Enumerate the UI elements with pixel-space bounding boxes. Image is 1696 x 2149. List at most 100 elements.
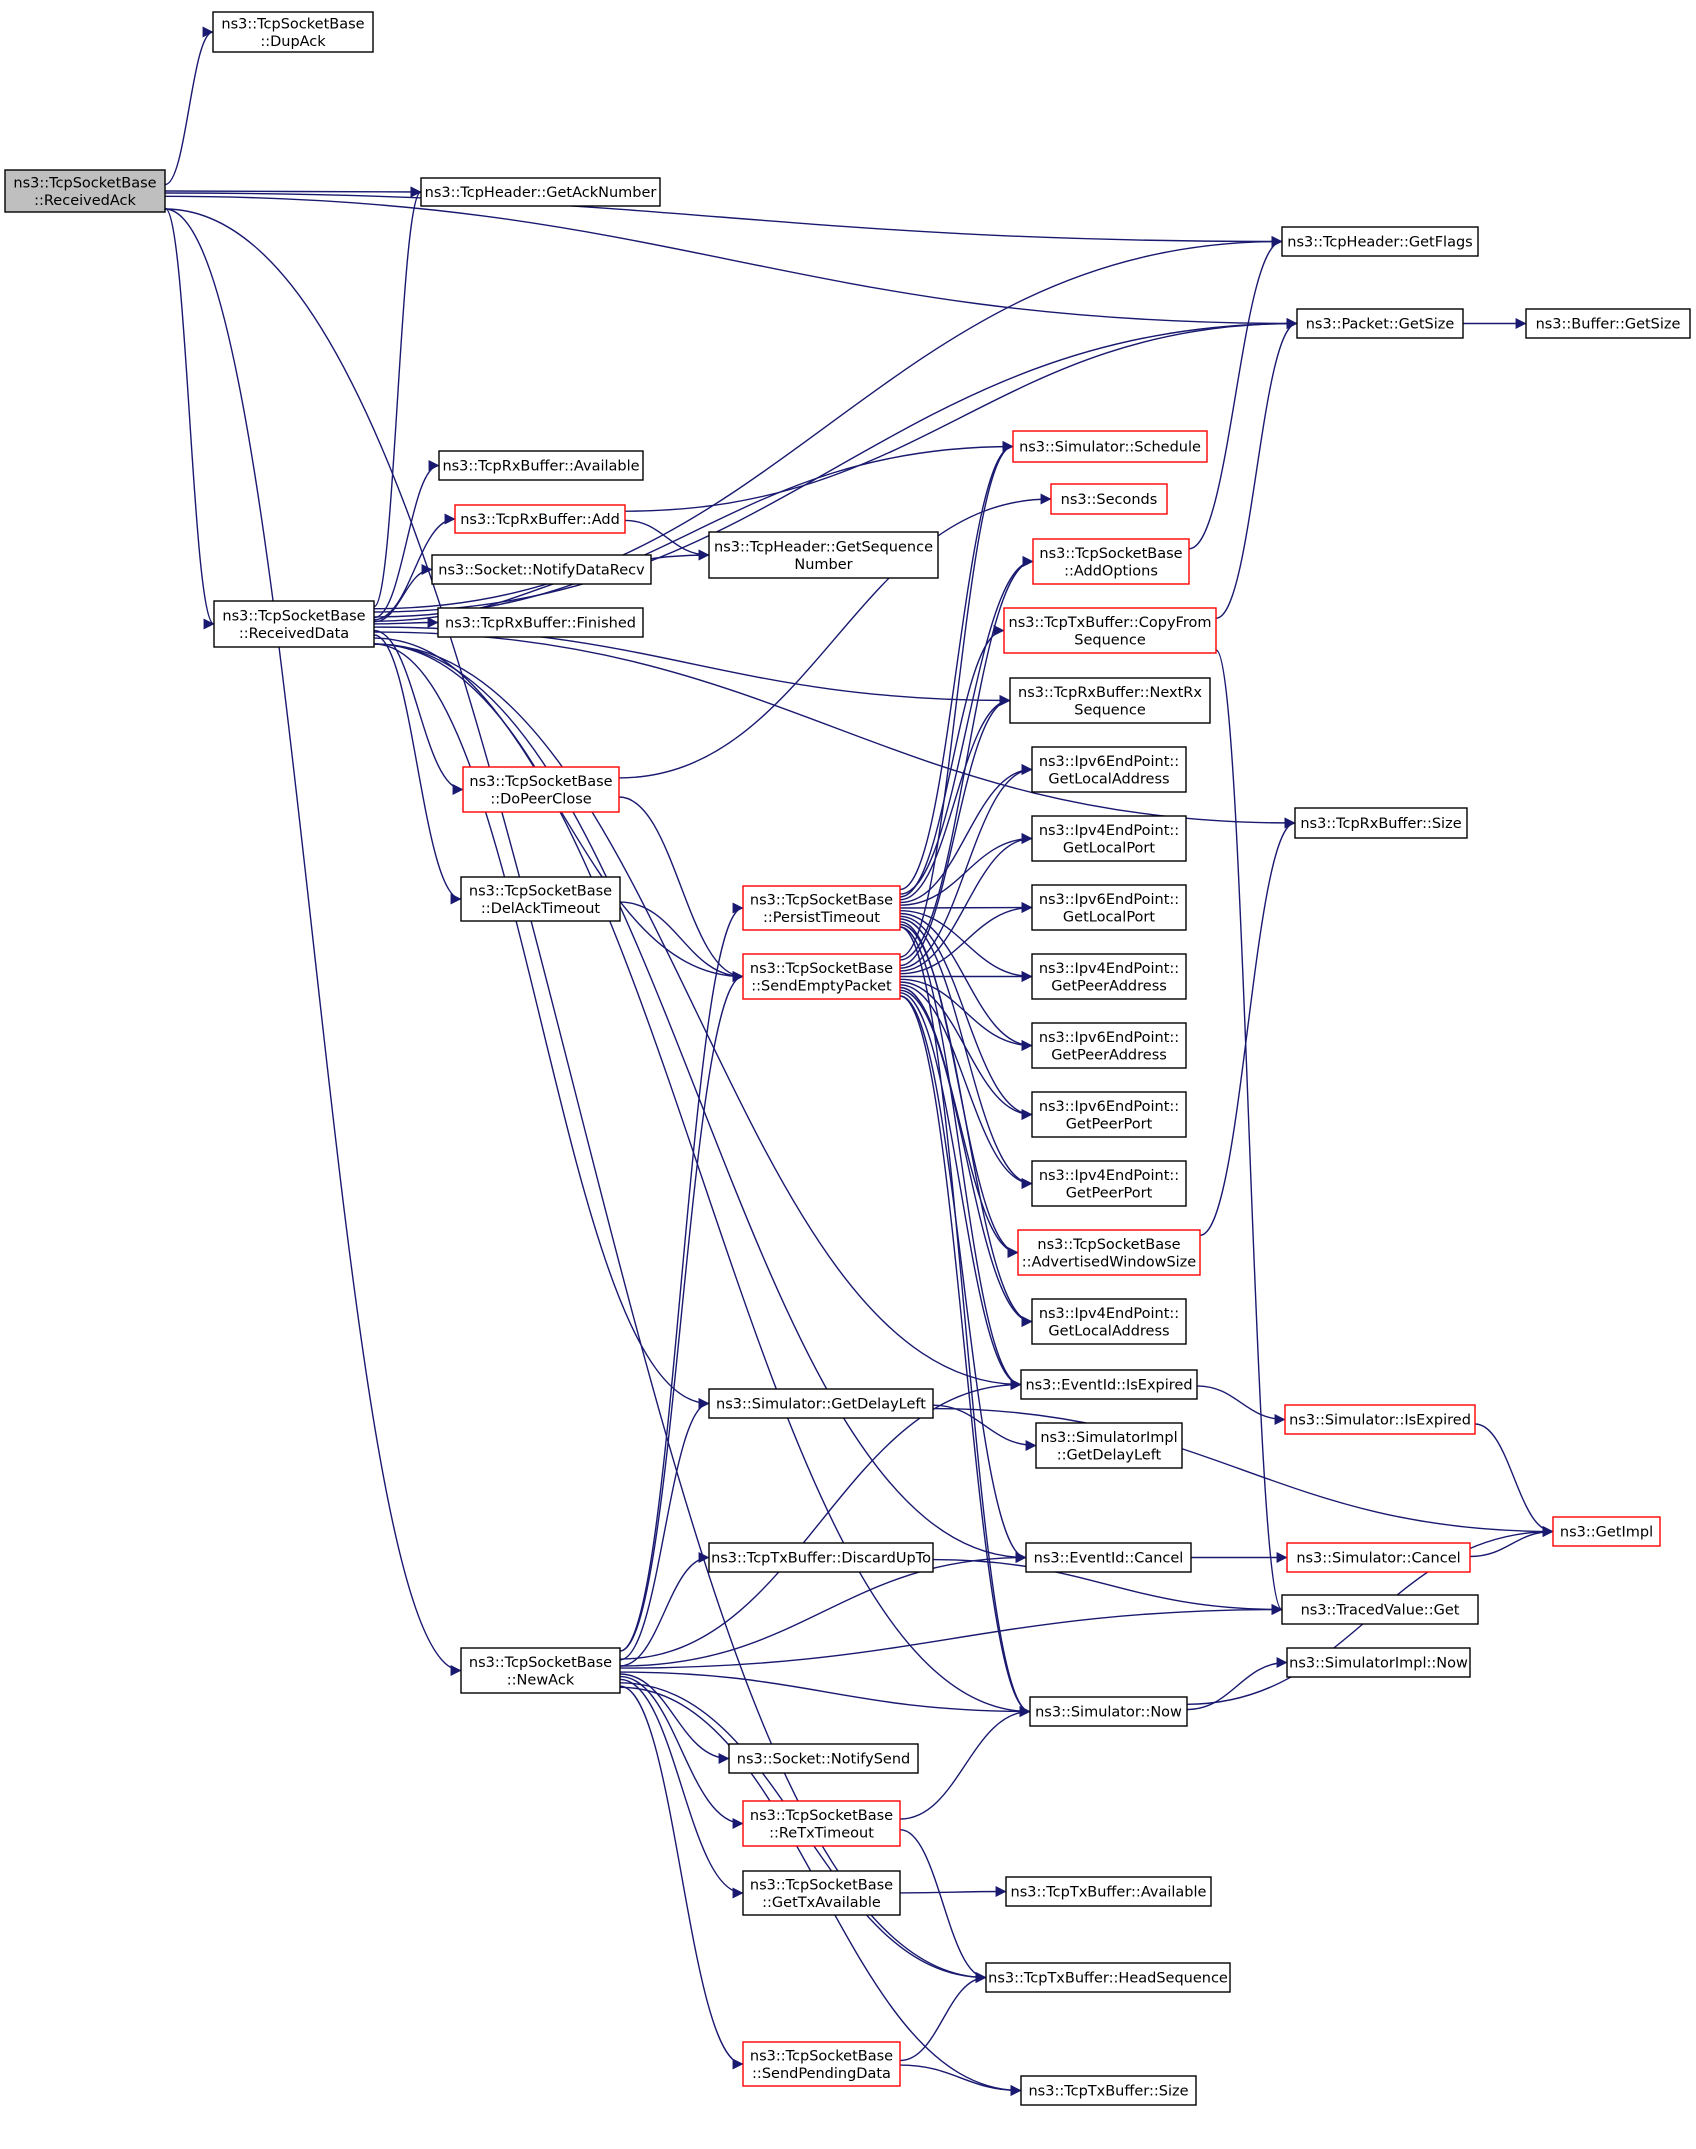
graph-node-rx-available[interactable]: ns3::TcpRxBuffer::Available xyxy=(438,450,644,481)
graph-node-delacktimeout[interactable]: ns3::TcpSocketBase::DelAckTimeout xyxy=(460,876,621,922)
graph-node-receiveddata[interactable]: ns3::TcpSocketBase::ReceivedData xyxy=(213,600,375,648)
graph-node-notifydatarecv[interactable]: ns3::Socket::NotifyDataRecv xyxy=(431,554,652,585)
graph-node-gettxavailable[interactable]: ns3::TcpSocketBase::GetTxAvailable xyxy=(742,1870,901,1916)
node-box xyxy=(462,766,620,813)
graph-node-eventid-cancel[interactable]: ns3::EventId::Cancel xyxy=(1025,1542,1192,1573)
node-label: ::DelAckTimeout xyxy=(481,901,600,917)
call-edge xyxy=(899,441,1014,891)
graph-node-newack[interactable]: ns3::TcpSocketBase::NewAck xyxy=(460,1647,621,1694)
edge-path xyxy=(899,695,1011,901)
edge-path xyxy=(899,833,1033,906)
node-label: ::GetDelayLeft xyxy=(1057,1447,1162,1463)
node-box xyxy=(431,554,652,585)
node-box xyxy=(1281,1594,1479,1625)
edge-path xyxy=(373,643,1031,1717)
call-edge xyxy=(899,989,1033,1327)
graph-node-schedule[interactable]: ns3::Simulator::Schedule xyxy=(1012,430,1208,463)
edge-path xyxy=(899,995,1031,1717)
graph-node-retxtimeout[interactable]: ns3::TcpSocketBase::ReTxTimeout xyxy=(742,1800,901,1847)
graph-node-simimpl-now[interactable]: ns3::SimulatorImpl::Now xyxy=(1286,1647,1471,1678)
node-box xyxy=(1031,1160,1187,1207)
node-box xyxy=(1035,1422,1183,1469)
node-label: Sequence xyxy=(1074,632,1146,648)
call-edge xyxy=(932,1558,1283,1615)
graph-node-tx-size[interactable]: ns3::TcpTxBuffer::Size xyxy=(1020,2075,1197,2106)
call-edge xyxy=(619,1685,744,2070)
node-box xyxy=(1296,308,1464,339)
graph-node-ipv4-getpeeraddr[interactable]: ns3::Ipv4EndPoint::GetPeerAddress xyxy=(1031,953,1187,1000)
graph-node-doPeerclose[interactable]: ns3::TcpSocketBase::DoPeerClose xyxy=(462,766,620,813)
graph-node-getdelayleft[interactable]: ns3::Simulator::GetDelayLeft xyxy=(708,1388,934,1419)
call-edge xyxy=(373,631,1296,829)
node-box xyxy=(708,1542,934,1573)
node-label: ns3::TcpRxBuffer::Available xyxy=(442,459,639,475)
node-label: Sequence xyxy=(1074,702,1146,718)
graph-node-buffer-getsize[interactable]: ns3::Buffer::GetSize xyxy=(1525,308,1691,339)
node-label: ns3::Simulator::Now xyxy=(1035,1705,1182,1721)
graph-node-getflags[interactable]: ns3::TcpHeader::GetFlags xyxy=(1281,226,1479,257)
node-label: ns3::TcpSocketBase xyxy=(1039,546,1182,562)
graph-node-getacknumber[interactable]: ns3::TcpHeader::GetAckNumber xyxy=(420,177,661,207)
node-box xyxy=(1525,308,1691,339)
graph-node-ipv4-getlocalport[interactable]: ns3::Ipv4EndPoint::GetLocalPort xyxy=(1031,815,1187,862)
edge-path xyxy=(932,1404,1037,1451)
graph-node-getimpl[interactable]: ns3::GetImpl xyxy=(1552,1516,1661,1547)
graph-node-ipv6-getlocaladdr[interactable]: ns3::Ipv6EndPoint::GetLocalAddress xyxy=(1031,746,1187,793)
node-box xyxy=(742,885,901,931)
node-label: ns3::SimulatorImpl::Now xyxy=(1289,1656,1468,1672)
graph-node-eventid-isexpired[interactable]: ns3::EventId::IsExpired xyxy=(1020,1369,1198,1400)
call-edge xyxy=(373,549,710,622)
graph-node-sim-isexpired[interactable]: ns3::Simulator::IsExpired xyxy=(1284,1404,1476,1435)
edge-path xyxy=(899,1706,1031,1820)
edge-path xyxy=(164,26,214,186)
graph-node-headsequence[interactable]: ns3::TcpTxBuffer::HeadSequence xyxy=(985,1962,1231,1993)
call-edge xyxy=(164,207,215,630)
graph-node-ipv4-getpeerport[interactable]: ns3::Ipv4EndPoint::GetPeerPort xyxy=(1031,1160,1187,1207)
call-edge xyxy=(619,1673,730,1764)
node-box xyxy=(742,953,901,1000)
graph-node-persisttimeout[interactable]: ns3::TcpSocketBase::PersistTimeout xyxy=(742,885,901,931)
graph-node-ipv6-getlocalport[interactable]: ns3::Ipv6EndPoint::GetLocalPort xyxy=(1031,884,1187,931)
graph-node-notifysend[interactable]: ns3::Socket::NotifySend xyxy=(728,1743,919,1774)
node-label: ns3::TcpRxBuffer::Finished xyxy=(445,616,636,632)
call-edge xyxy=(899,764,1033,969)
node-box xyxy=(728,1743,919,1774)
graph-node-dupack[interactable]: ns3::TcpSocketBase::DupAck xyxy=(212,11,374,53)
node-label: GetPeerAddress xyxy=(1051,1047,1167,1063)
graph-node-ipv4-getlocaladdr[interactable]: ns3::Ipv4EndPoint::GetLocalAddress xyxy=(1031,1298,1187,1345)
graph-node-addoptions[interactable]: ns3::TcpSocketBase::AddOptions xyxy=(1032,538,1190,585)
call-edge xyxy=(164,26,214,186)
graph-node-ipv6-getpeeraddr[interactable]: ns3::Ipv6EndPoint::GetPeerAddress xyxy=(1031,1022,1187,1069)
edge-path xyxy=(1196,1385,1286,1425)
graph-node-simimpl-getdelayleft[interactable]: ns3::SimulatorImpl::GetDelayLeft xyxy=(1035,1422,1183,1469)
graph-node-packet-getsize[interactable]: ns3::Packet::GetSize xyxy=(1296,308,1464,339)
graph-node-sendpendingdata[interactable]: ns3::TcpSocketBase::SendPendingData xyxy=(742,2041,901,2087)
graph-node-sim-now[interactable]: ns3::Simulator::Now xyxy=(1029,1696,1188,1727)
graph-node-rx-add[interactable]: ns3::TcpRxBuffer::Add xyxy=(454,504,626,534)
graph-node-tracedvalue-get[interactable]: ns3::TracedValue::Get xyxy=(1281,1594,1479,1625)
call-edge xyxy=(932,1407,1554,1537)
graph-node-rx-size[interactable]: ns3::TcpRxBuffer::Size xyxy=(1294,807,1468,839)
graph-node-sendemptypacket[interactable]: ns3::TcpSocketBase::SendEmptyPacket xyxy=(742,953,901,1000)
edge-path xyxy=(899,910,1033,982)
graph-node-ipv6-getpeerport[interactable]: ns3::Ipv6EndPoint::GetPeerPort xyxy=(1031,1091,1187,1138)
node-label: ns3::Simulator::Cancel xyxy=(1296,1551,1460,1567)
edge-path xyxy=(899,912,1033,1051)
edge-path xyxy=(899,556,1034,961)
graph-node-tx-available[interactable]: ns3::TcpTxBuffer::Available xyxy=(1005,1876,1212,1907)
node-label: ::DupAck xyxy=(260,34,326,50)
graph-node-discardupto[interactable]: ns3::TcpTxBuffer::DiscardUpTo xyxy=(708,1542,934,1573)
edge-path xyxy=(899,764,1033,904)
call-edge xyxy=(899,912,1033,1051)
graph-node-rx-finished[interactable]: ns3::TcpRxBuffer::Finished xyxy=(437,607,644,638)
graph-node-advwinsize[interactable]: ns3::TcpSocketBase::AdvertisedWindowSize xyxy=(1017,1229,1201,1276)
graph-node-seconds[interactable]: ns3::Seconds xyxy=(1050,483,1168,515)
call-edge xyxy=(619,901,744,982)
graph-node-sim-cancel[interactable]: ns3::Simulator::Cancel xyxy=(1286,1542,1471,1573)
node-label: ::AdvertisedWindowSize xyxy=(1022,1254,1197,1270)
graph-node-receivedack[interactable]: ns3::TcpSocketBase::ReceivedAck xyxy=(4,169,166,213)
edge-path xyxy=(373,513,456,621)
